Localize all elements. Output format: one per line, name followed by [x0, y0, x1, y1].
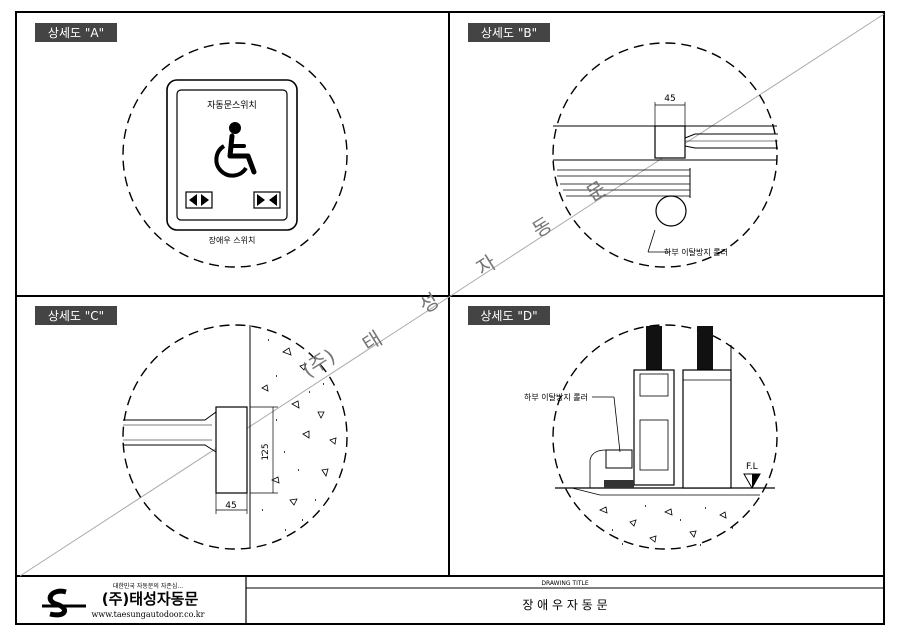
floor-guide — [604, 480, 634, 488]
panel-c-tag: 상세도 "C" — [48, 309, 104, 323]
upper-frame-right — [697, 326, 713, 370]
bottom-rail-lines — [557, 169, 690, 197]
switch-plate-outer — [166, 79, 298, 231]
close-arrows-icon — [253, 191, 281, 209]
watermark-5: 문 — [582, 176, 610, 206]
anti-derail-roller-d — [605, 449, 633, 469]
company-url: www.taesungautodoor.co.kr — [92, 610, 205, 619]
panel-a-tag: 상세도 "A" — [48, 26, 104, 40]
frame-post-c — [215, 406, 248, 494]
glass-rail — [684, 133, 778, 149]
callout-text-b: 하부 이탈방지 롤러 — [664, 247, 728, 257]
upper-frame-left — [646, 326, 662, 370]
concrete-hatch-c — [261, 339, 337, 531]
watermark-1: 태 — [358, 326, 386, 356]
drawing-title: 장 애 우 자 동 문 — [522, 598, 607, 612]
panel-d-tag: 상세도 "D" — [480, 309, 537, 323]
title-block: 대한민국 자동문의 자존심... (주)태성자동문 www.taesungaut… — [42, 576, 884, 624]
panel-d-tag-box — [468, 306, 550, 325]
floor-level-label: F.L — [746, 462, 758, 472]
dim-45-c: 45 — [225, 501, 236, 511]
dim-45-b: 45 — [664, 94, 675, 104]
panel-b-tag: 상세도 "B" — [481, 26, 537, 40]
glass-rail-c — [123, 411, 217, 453]
detail-circle-d — [552, 324, 778, 550]
detail-circle-b — [552, 42, 778, 268]
panel-a: 상세도 "A" 자동문스위치 장애우 스위치 — [35, 23, 348, 268]
watermark: (주) 태 성 자 동 문 — [298, 176, 610, 382]
panel-b-tag-box — [468, 23, 550, 42]
detail-circle-c — [122, 324, 348, 550]
drawing-title-label: DRAWING TITLE — [541, 580, 589, 587]
frame-post — [654, 125, 686, 159]
switch-plate-inner — [176, 89, 288, 221]
company-logo — [42, 588, 86, 618]
panel-d: 상세도 "D" 하부 이탈방지 롤러 F.L — [468, 306, 778, 550]
diagonal-construction-line — [19, 13, 885, 577]
door-leaf-left — [633, 369, 675, 486]
panel-a-tag-box — [35, 23, 117, 42]
watermark-2: 성 — [415, 288, 443, 318]
callout-text-d: 하부 이탈방지 롤러 — [524, 392, 588, 402]
company-slogan: 대한민국 자동문의 자존심... — [113, 582, 183, 590]
dim-125-c: 125 — [261, 443, 271, 460]
watermark-4: 동 — [528, 212, 556, 242]
company-name: (주)태성자동문 — [102, 590, 199, 608]
watermark-0: (주) — [298, 344, 340, 382]
door-leaf-right — [682, 369, 732, 489]
anti-derail-roller — [655, 195, 687, 227]
concrete-hatch-d — [599, 505, 733, 546]
detail-circle-a — [122, 42, 348, 268]
panel-c: 상세도 "C" 125 45 — [35, 306, 348, 550]
switch-title: 자동문스위치 — [207, 99, 257, 111]
watermark-3: 자 — [472, 250, 500, 280]
panel-b: 상세도 "B" 45 하부 이탈방지 롤러 — [468, 23, 778, 268]
switch-caption: 장애우 스위치 — [209, 235, 256, 245]
wheelchair-icon — [214, 122, 257, 178]
callout-leader-b — [647, 229, 656, 253]
panel-c-tag-box — [35, 306, 117, 325]
open-arrows-icon — [185, 191, 213, 209]
